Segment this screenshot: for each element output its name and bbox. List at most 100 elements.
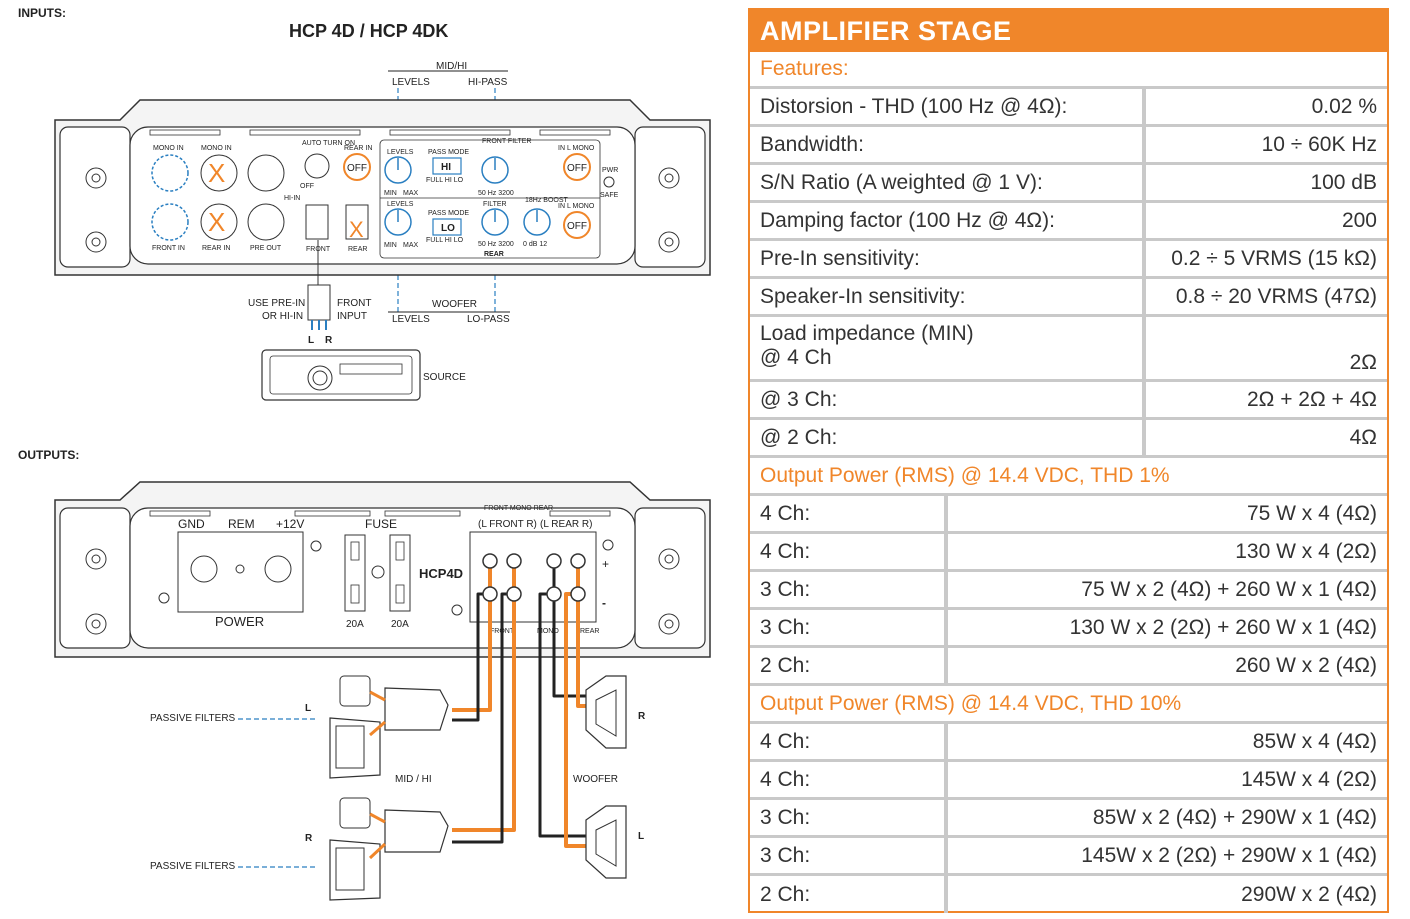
spec-value: 145W x 4 (2Ω) [1241, 767, 1377, 791]
l-rear-r-label: (L REAR R) [540, 519, 592, 530]
filter-label: FILTER [483, 201, 507, 208]
wiring-diagram: INPUTS: HCP 4D / HCP 4DK MID/HI LEVELS H… [18, 6, 711, 901]
spec-row: 4 Ch: 75 W x 4 (4Ω) [750, 496, 1387, 534]
rear-label: REAR [484, 251, 504, 258]
spec-value: 10 ÷ 60K Hz [1261, 132, 1377, 156]
off-label: OFF [300, 183, 314, 190]
l-front-r-label: (L FRONT R) [478, 519, 537, 530]
spec-row: 4 Ch: 85W x 4 (4Ω) [750, 724, 1387, 762]
fuse-2 [389, 534, 411, 612]
mono-in-label: MONO IN [153, 145, 184, 152]
spec-key: 3 Ch: [750, 610, 948, 645]
spec-key: Distorsion - THD (100 Hz @ 4Ω): [750, 89, 1146, 124]
plus-label: + [602, 557, 609, 571]
spec-row: S/N Ratio (A weighted @ 1 V): 100 dB [750, 165, 1387, 203]
mono-switch-2 [563, 211, 591, 239]
midhi-top-label: MID/HI [436, 61, 467, 72]
terminal-screws [482, 553, 586, 602]
spec-value: 145W x 2 (2Ω) + 290W x 1 (4Ω) [1081, 843, 1377, 867]
spec-row: 4 Ch: 130 W x 4 (2Ω) [750, 534, 1387, 572]
hipass-top-label: HI-PASS [468, 77, 508, 88]
hz-range-label: 50 Hz 3200 [478, 241, 514, 248]
hi-in-label: HI-IN [284, 195, 300, 202]
max-label: MAX [403, 190, 419, 197]
auto-turn-on-switch [304, 153, 330, 179]
x-mark-icon: X [208, 158, 225, 188]
spec-key: 4 Ch: [750, 762, 948, 797]
spec-row: 3 Ch: 145W x 2 (2Ω) + 290W x 1 (4Ω) [750, 838, 1387, 876]
lopass-bottom-label: LO-PASS [467, 314, 510, 325]
spec-key: 4 Ch: [750, 534, 948, 569]
rear-filter-knob [481, 208, 509, 236]
pass-mode-label: PASS MODE [428, 149, 469, 156]
spec-key: 3 Ch: [750, 572, 948, 607]
spec-value: 200 [1341, 208, 1377, 232]
spec-value: 100 dB [1310, 170, 1377, 194]
gnd-label: GND [178, 517, 205, 531]
boost-label: 18Hz BOOST [525, 197, 569, 204]
mid-hi-speakers-left [329, 675, 449, 779]
rear-hi-in-connector [345, 204, 369, 240]
fuse-1 [344, 534, 366, 612]
spec-value: 75 W x 4 (4Ω) [1246, 501, 1377, 525]
spec-row: 3 Ch: 75 W x 2 (4Ω) + 260 W x 1 (4Ω) [750, 572, 1387, 610]
spec-value: 130 W x 4 (2Ω) [1235, 539, 1377, 563]
fuse-label: FUSE [365, 517, 397, 531]
spec-row-load: Load impedance (MIN) @ 4 Ch 2Ω [750, 317, 1387, 382]
off-state: OFF [567, 221, 587, 232]
spec-key: 3 Ch: [750, 800, 948, 835]
front-in-r-jack [151, 203, 189, 241]
spec-value: 260 W x 2 (4Ω) [1235, 653, 1377, 677]
speaker-r-label: R [305, 833, 313, 844]
spec-key: Load impedance (MIN) @ 4 Ch [750, 317, 1146, 379]
lo-mode: LO [441, 223, 455, 234]
pwr-label: PWR [602, 167, 618, 174]
model-title: HCP 4D / HCP 4DK [289, 21, 448, 41]
levels-label: LEVELS [387, 201, 414, 208]
spec-row: Distorsion - THD (100 Hz @ 4Ω): 0.02 % [750, 89, 1387, 127]
safe-label: SAFE [600, 192, 619, 199]
mid-hi-label: MID / HI [395, 774, 432, 785]
full-hi-lo-label: FULL HI LO [426, 177, 464, 184]
spec-value: 0.2 ÷ 5 VRMS (15 kΩ) [1171, 246, 1377, 270]
or-hi-in-label: OR HI-IN [262, 311, 303, 322]
spec-key: @ 2 Ch: [750, 420, 1146, 455]
rear-in-label: REAR IN [202, 245, 230, 252]
spec-row: 3 Ch: 130 W x 2 (2Ω) + 260 W x 1 (4Ω) [750, 610, 1387, 648]
inputs-label: INPUTS: [18, 6, 66, 20]
spec-key: 3 Ch: [750, 838, 948, 873]
mono-bottom-label: MONO [537, 628, 559, 635]
source-label: SOURCE [423, 372, 466, 383]
front-hi-in-connector [305, 204, 329, 240]
fuse-20a-label: 20A [391, 619, 409, 630]
auto-turn-on-label: AUTO TURN ON [302, 140, 355, 147]
spec-row: Pre-In sensitivity: 0.2 ÷ 5 VRMS (15 kΩ) [750, 241, 1387, 279]
spec-key: 4 Ch: [750, 724, 948, 759]
mono-in-l-jack [151, 154, 189, 192]
spec-key: Pre-In sensitivity: [750, 241, 1146, 276]
min-label: MIN [384, 242, 397, 249]
spec-value: 0.8 ÷ 20 VRMS (47Ω) [1175, 284, 1377, 308]
front-mono-rear-label: FRONT MONO REAR [484, 505, 553, 512]
fuse-20a-label: 20A [346, 619, 364, 630]
spec-key: Damping factor (100 Hz @ 4Ω): [750, 203, 1146, 238]
full-hi-lo-label: FULL HI LO [426, 237, 464, 244]
spec-key: S/N Ratio (A weighted @ 1 V): [750, 165, 1146, 200]
use-pre-in-label: USE PRE-IN [248, 298, 305, 309]
woofer-speakers [585, 675, 627, 879]
pass-mode-label: PASS MODE [428, 210, 469, 217]
rear-level-knob [384, 208, 412, 236]
r-label: R [325, 335, 333, 346]
rear-in-label-2: REAR IN [344, 145, 372, 152]
source-connection: USE PRE-IN OR HI-IN FRONT INPUT L R SOUR… [248, 240, 466, 401]
12v-label: +12V [276, 517, 304, 531]
woofer-label: WOOFER [573, 774, 618, 785]
spec-row: Bandwidth: 10 ÷ 60K Hz [750, 127, 1387, 165]
rear-bottom-label: REAR [580, 628, 599, 635]
spec-key: 4 Ch: [750, 496, 948, 531]
front-filter-label: FRONT FILTER [482, 138, 532, 145]
db-range-label: 0 dB 12 [523, 241, 547, 248]
input-label: INPUT [337, 311, 367, 322]
mono-switch [563, 153, 591, 181]
max-label: MAX [403, 242, 419, 249]
